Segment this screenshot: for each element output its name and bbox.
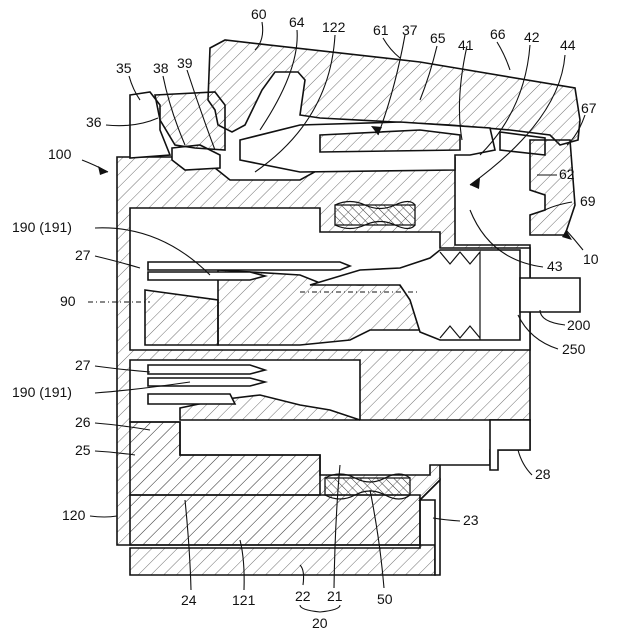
label-43: 43 (547, 258, 563, 274)
label-38: 38 (153, 60, 169, 76)
label-10: 10 (583, 251, 599, 267)
label-61: 61 (373, 22, 389, 38)
label-69: 69 (580, 193, 596, 209)
label-60: 60 (251, 6, 267, 22)
label-200: 200 (567, 317, 591, 333)
label-41: 41 (458, 37, 474, 53)
label-190-191-upper: 190 (191) (12, 219, 72, 235)
label-67: 67 (581, 100, 597, 116)
label-190-191-lower: 190 (191) (12, 384, 72, 400)
lock-arm-37 (240, 122, 495, 172)
label-62: 62 (559, 166, 575, 182)
label-50: 50 (377, 591, 393, 607)
label-250: 250 (562, 341, 586, 357)
label-27-lower: 27 (75, 357, 91, 373)
label-44: 44 (560, 37, 576, 53)
label-26: 26 (75, 414, 91, 430)
label-39: 39 (177, 55, 193, 71)
label-20: 20 (312, 615, 328, 631)
seal-upper (335, 202, 415, 229)
label-100: 100 (48, 146, 72, 162)
label-122: 122 (322, 19, 346, 35)
label-37: 37 (402, 22, 418, 38)
label-36: 36 (86, 114, 102, 130)
label-121: 121 (232, 592, 256, 608)
label-65: 65 (430, 30, 446, 46)
label-64: 64 (289, 14, 305, 30)
label-28: 28 (535, 466, 551, 482)
label-27-upper: 27 (75, 247, 91, 263)
label-66: 66 (490, 26, 506, 42)
label-21: 21 (327, 588, 343, 604)
retainer-62 (530, 140, 575, 235)
label-24: 24 (181, 592, 197, 608)
label-90: 90 (60, 293, 76, 309)
label-42: 42 (524, 29, 540, 45)
label-22: 22 (295, 588, 311, 604)
label-23: 23 (463, 512, 479, 528)
latch-28 (490, 420, 530, 470)
label-35: 35 (116, 60, 132, 76)
label-120: 120 (62, 507, 86, 523)
label-25: 25 (75, 442, 91, 458)
